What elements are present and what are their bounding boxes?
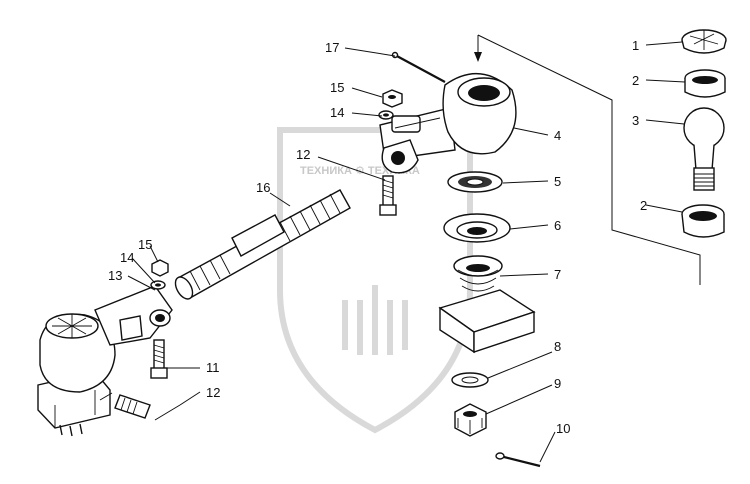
part-15-nut-upper [382,89,403,108]
callout-4: 4 [554,128,561,143]
callout-15-upper: 15 [330,80,344,95]
callout-16: 16 [256,180,270,195]
callout-labels: 1 2 3 2 4 5 6 7 8 9 10 11 12 13 14 15 16… [108,38,647,436]
part-2-liner-lower [681,204,725,238]
assembly-bracket [474,34,701,285]
part-15-nut-lower [151,259,169,277]
callout-14-upper: 14 [330,105,344,120]
callout-17: 17 [325,40,339,55]
callout-8: 8 [554,339,561,354]
watermark-shield: ТЕХНИКА ⚙ ТЕХНИКА [277,127,473,434]
callout-9: 9 [554,376,561,391]
callout-2-lower: 2 [640,198,647,213]
callout-2-upper: 2 [632,73,639,88]
part-3-ball-stud [683,107,725,191]
callout-12-upper: 12 [296,147,310,162]
part-16-threaded-rod [174,189,351,300]
callout-6: 6 [554,218,561,233]
part-7-spring [453,255,503,292]
callout-15-lower: 15 [138,237,152,252]
part-17-cotter-pin [391,51,446,83]
part-2-liner-upper [684,69,726,98]
part-14-washer-lower [150,280,166,290]
callout-13: 13 [108,268,122,283]
part-12-bolt-upper [379,175,397,216]
part-4-tie-rod-end-right [379,72,517,174]
callout-3: 3 [632,113,639,128]
part-10-cotter-pin [495,452,541,468]
callout-11: 11 [206,360,220,375]
callout-7: 7 [554,267,561,282]
part-9-castle-nut [454,403,487,437]
part-6-cup [443,213,511,243]
part-5-seal [447,171,503,193]
part-14-washer-upper [378,110,394,120]
base-block [438,289,536,354]
part-13-tie-rod-end-left [37,285,173,437]
part-12-grease-fitting [99,392,181,421]
part-11-bolt-lower [150,339,168,379]
leader-lines [127,41,686,463]
callout-14-lower: 14 [120,250,134,265]
part-1-dust-cap [681,29,727,54]
callout-12-lower: 12 [206,385,220,400]
callout-1: 1 [632,38,639,53]
callout-5: 5 [554,174,561,189]
part-8-washer [451,372,489,388]
callout-10: 10 [556,421,570,436]
